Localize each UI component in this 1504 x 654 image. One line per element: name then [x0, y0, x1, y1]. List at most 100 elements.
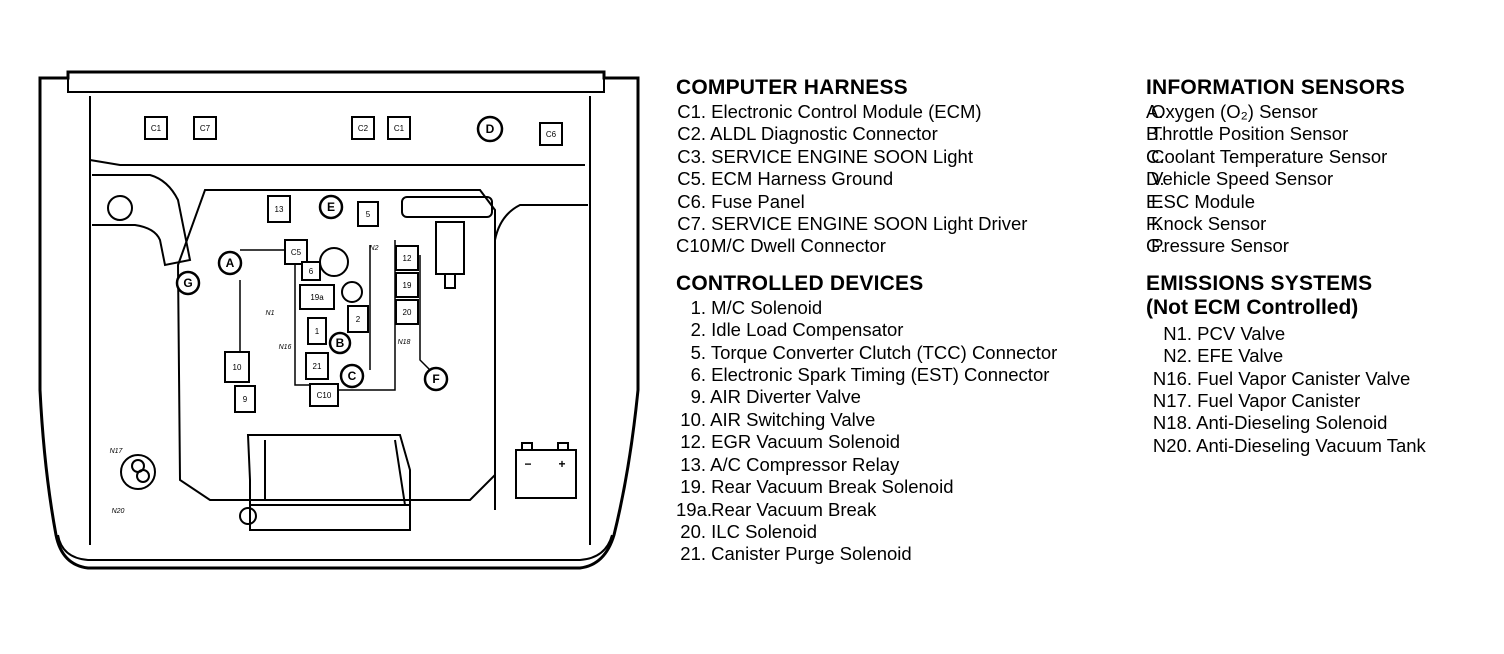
box-5 — [357, 201, 379, 227]
emissions-systems-list: N1. PCV Valve N2. EFE Valve N16. Fuel Va… — [1146, 323, 1426, 457]
label-5: 5 — [366, 210, 371, 219]
list-item: N20. Anti-Dieseling Vacuum Tank — [1152, 434, 1426, 456]
battery — [515, 449, 577, 499]
label-c7: C7 — [200, 124, 211, 133]
label-19: 19 — [403, 281, 412, 290]
label-n17: N17 — [110, 448, 124, 455]
box-20 — [395, 299, 419, 325]
engine-outline — [176, 189, 496, 501]
box-1 — [307, 317, 327, 345]
sensor-f-circle — [423, 366, 449, 392]
box-10 — [224, 351, 250, 383]
label-6: 6 — [309, 267, 314, 276]
list-item: B. Throttle Position Sensor — [1146, 123, 1349, 145]
list-item: C1. Electronic Control Module (ECM) — [677, 101, 982, 122]
list-item: 13. A/C Compressor Relay — [680, 453, 900, 475]
label-13: 13 — [275, 205, 284, 214]
radiator — [246, 434, 411, 531]
list-item: C6. Fuse Panel — [677, 190, 805, 212]
list-item: 10. AIR Switching Valve — [680, 408, 876, 430]
box-9 — [234, 385, 256, 413]
list-item: 5. Torque Converter Clutch (TCC) Connect… — [690, 341, 1058, 363]
list-item: C2. ALDL Diagnostic Connector — [677, 123, 938, 145]
battery-minus: − — [524, 457, 531, 471]
box-c1 — [144, 116, 168, 140]
list-item: C7. SERVICE ENGINE SOON Light Driver — [677, 213, 1028, 235]
firewall-line — [67, 78, 605, 93]
box-2 — [347, 305, 369, 333]
label-c2: C2 — [358, 124, 369, 133]
body-outline — [38, 70, 640, 570]
box-19a — [299, 284, 335, 310]
list-item: 21. Canister Purge Solenoid — [680, 543, 912, 565]
label-20: 20 — [403, 308, 412, 317]
label-c1b: C1 — [394, 124, 405, 133]
label-n20: N20 — [112, 508, 125, 515]
label-9: 9 — [243, 395, 248, 404]
computer-harness-list: C1. Electronic Control Module (ECM) C2. … — [676, 101, 1057, 258]
bumper — [57, 534, 613, 561]
box-c10 — [309, 383, 339, 407]
list-item: E. ESC Module — [1146, 190, 1255, 212]
label-sensor-e: E — [327, 200, 335, 214]
label-sensor-f: F — [432, 372, 439, 386]
emissions-systems-section: EMISSIONS SYSTEMS (Not ECM Controlled) N… — [1146, 271, 1426, 457]
box-21 — [305, 352, 329, 380]
air-cleaner — [401, 196, 493, 218]
list-item: 12. EGR Vacuum Solenoid — [680, 431, 901, 453]
list-item: C. Coolant Temperature Sensor — [1146, 145, 1388, 167]
sensor-c-circle — [339, 363, 365, 389]
n17-canister-circle — [120, 454, 156, 490]
list-item: F. Knock Sensor — [1146, 213, 1267, 235]
label-c5: C5 — [291, 248, 302, 257]
label-c10: C10 — [317, 391, 332, 400]
label-n18: N18 — [398, 339, 411, 346]
sensor-a-circle — [217, 250, 243, 276]
emissions-systems-heading: EMISSIONS SYSTEMS — [1146, 271, 1373, 295]
label-sensor-a: A — [226, 256, 235, 270]
sensor-e-circle — [318, 194, 344, 220]
label-n16: N16 — [279, 344, 292, 351]
label-sensor-g: G — [183, 276, 192, 290]
label-n1: N1 — [266, 310, 275, 317]
list-item: N1. PCV Valve — [1163, 322, 1286, 344]
box-19 — [395, 272, 419, 298]
legend-column-left: COMPUTER HARNESS C1. Electronic Control … — [676, 77, 1057, 566]
sensor-b-circle — [328, 331, 352, 355]
round-port — [107, 195, 133, 221]
emissions-systems-subtitle: (Not ECM Controlled) — [1146, 295, 1359, 319]
list-item: 19a. Rear Vacuum Break — [676, 498, 877, 520]
computer-harness-section: COMPUTER HARNESS C1. Electronic Control … — [676, 77, 1057, 258]
label-19a: 19a — [310, 293, 324, 302]
information-sensors-heading: INFORMATION SENSORS — [1146, 76, 1405, 99]
box-c5 — [284, 239, 308, 265]
list-item: 2. Idle Load Compensator — [690, 319, 904, 341]
label-12: 12 — [403, 254, 412, 263]
cowl — [89, 159, 585, 166]
list-item: C5. ECM Harness Ground — [677, 168, 894, 190]
information-sensors-list: A. Oxygen (O₂) Sensor B. Throttle Positi… — [1146, 101, 1426, 258]
label-2: 2 — [356, 315, 361, 324]
list-item: 6. Electronic Spark Timing (EST) Connect… — [690, 364, 1050, 386]
list-item: C10. M/C Dwell Connector — [676, 235, 886, 257]
list-item: N2. EFE Valve — [1163, 345, 1284, 367]
left-tower — [92, 174, 192, 267]
box-13 — [267, 195, 291, 223]
controlled-devices-list: 1. M/C Solenoid 2. Idle Load Compensator… — [676, 297, 1057, 566]
engine-compartment-diagram: C1 C7 C2 C1 C6 13 5 C5 6 19a 1 2 12 19 2… — [38, 70, 640, 570]
label-10: 10 — [233, 363, 242, 372]
list-item: N17. Fuel Vapor Canister — [1152, 390, 1361, 412]
list-item: 1. M/C Solenoid — [690, 296, 823, 318]
box-12 — [395, 245, 419, 271]
legend-column-right: INFORMATION SENSORS A. Oxygen (O₂) Senso… — [1146, 77, 1426, 457]
list-item: A. Oxygen (O₂) Sensor — [1146, 101, 1318, 122]
label-1: 1 — [315, 327, 320, 336]
battery-plus: + — [558, 457, 565, 471]
controlled-devices-section: CONTROLLED DEVICES 1. M/C Solenoid 2. Id… — [676, 271, 1057, 566]
right-tower — [494, 204, 588, 510]
list-item: N16. Fuel Vapor Canister Valve — [1152, 367, 1411, 389]
controlled-devices-heading: CONTROLLED DEVICES — [676, 271, 924, 295]
computer-harness-heading: COMPUTER HARNESS — [676, 76, 908, 99]
sensor-g-circle — [175, 270, 201, 296]
label-21: 21 — [313, 362, 322, 371]
